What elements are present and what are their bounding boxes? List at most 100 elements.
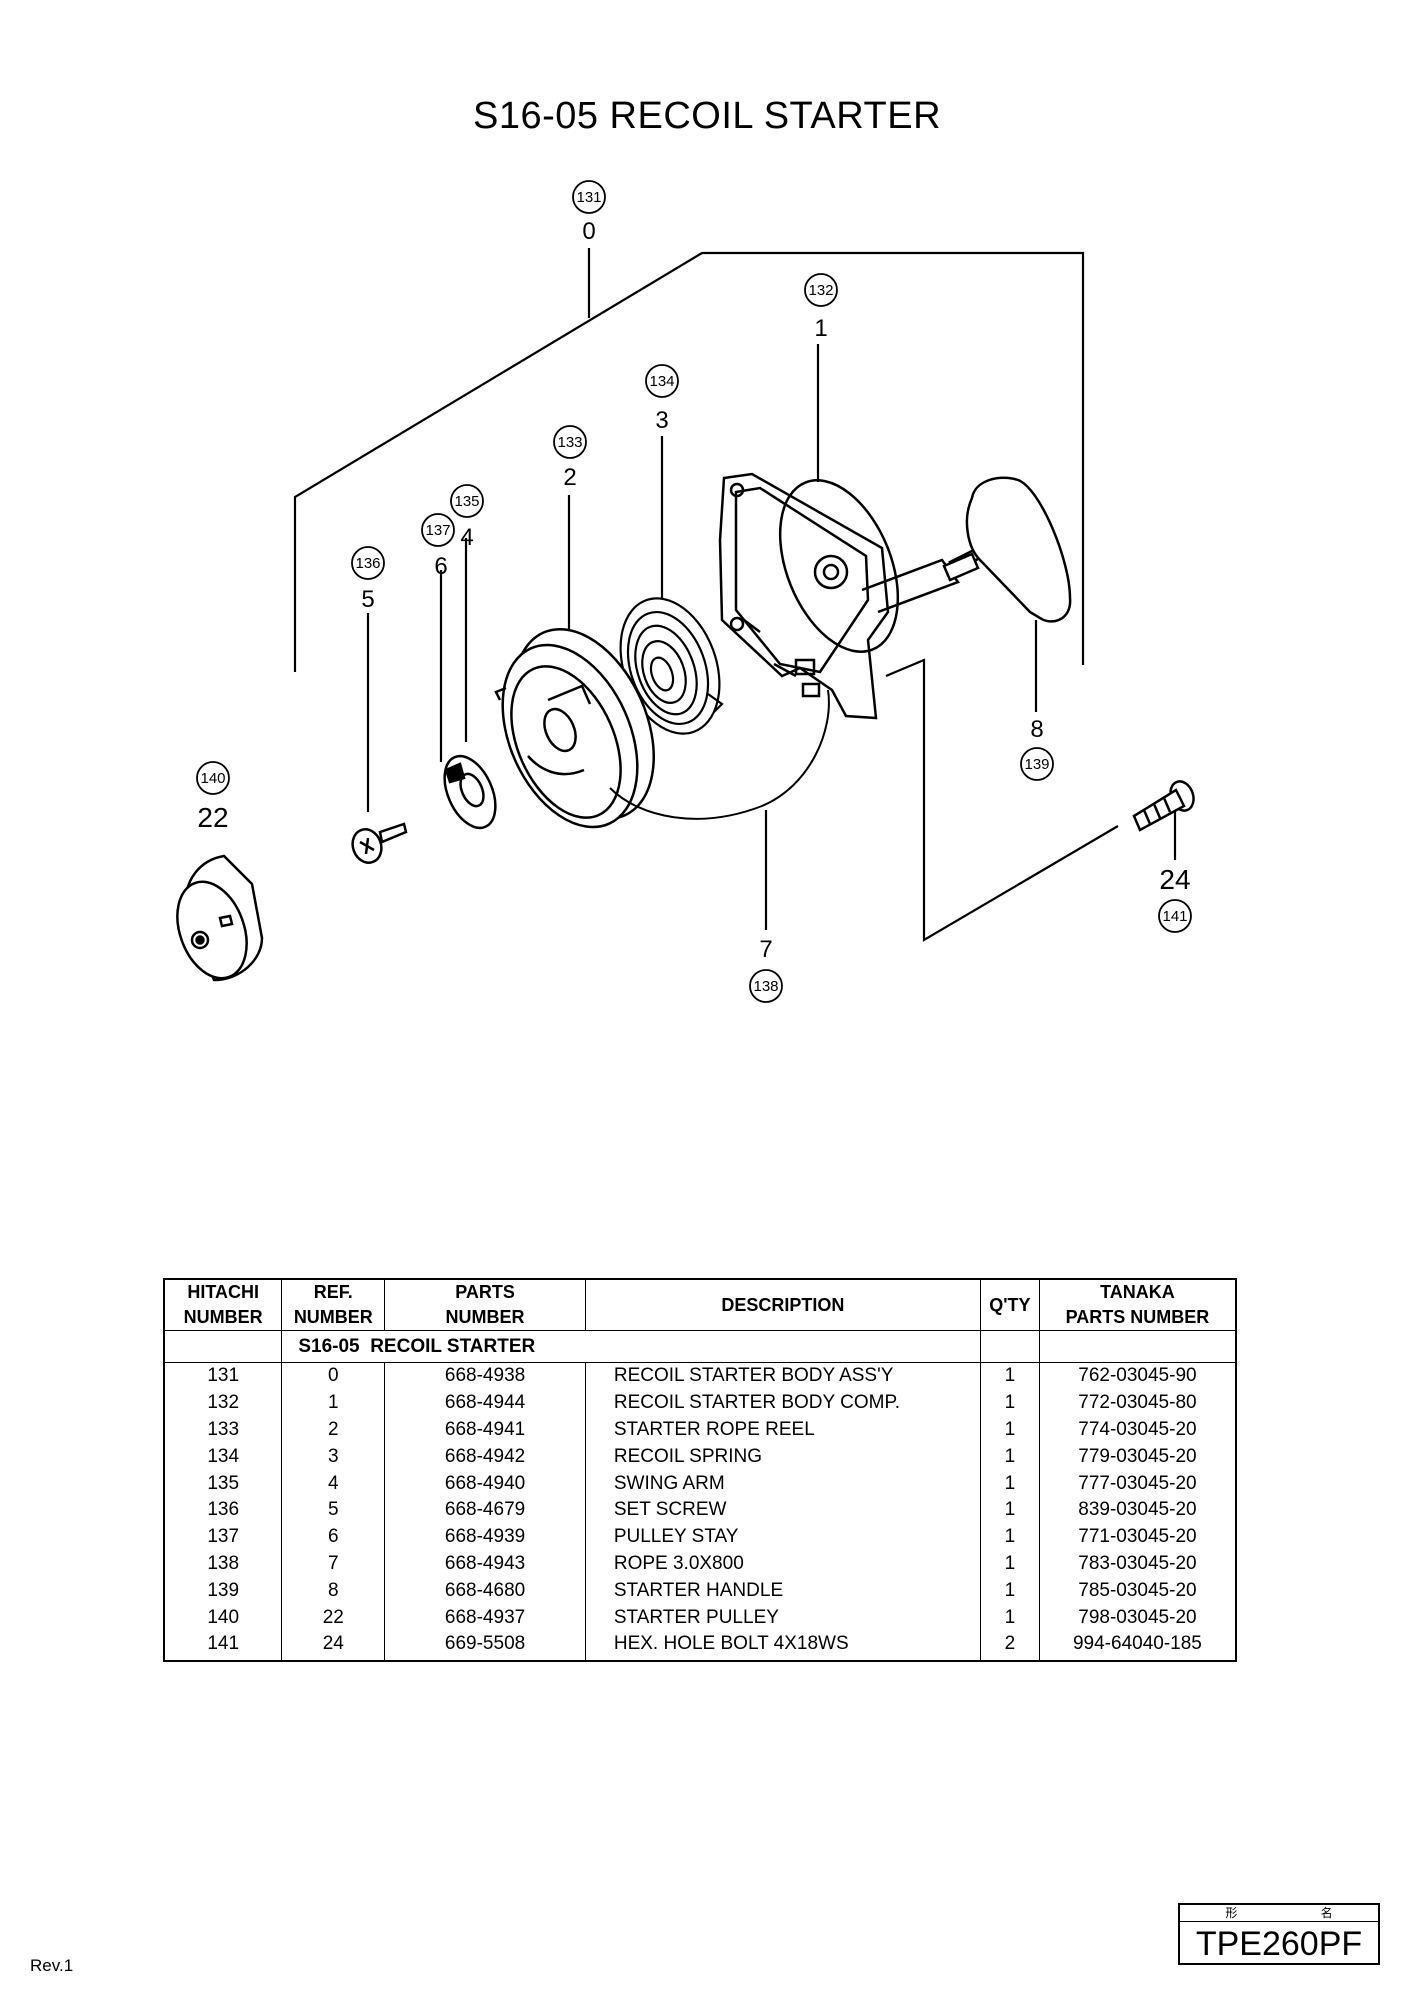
pulley-stay-drawing [443, 754, 497, 830]
cell-parts: 668-4944 [384, 1389, 586, 1417]
cell-hitachi: 132 [163, 1389, 283, 1417]
table-row: 139 8 668-4680 STARTER HANDLE 1 785-0304… [163, 1577, 1237, 1605]
cell-parts: 668-4941 [384, 1416, 586, 1444]
cell-parts: 668-4938 [384, 1362, 586, 1390]
cell-ref: 0 [281, 1362, 386, 1390]
cell-parts: 668-4943 [384, 1550, 586, 1578]
callout-ref-8: 8 [1030, 716, 1043, 743]
cell-ref: 7 [281, 1550, 386, 1578]
cell-hitachi: 133 [163, 1416, 283, 1444]
cell-tanaka: 774-03045-20 [1038, 1416, 1237, 1444]
rope-drawing [609, 689, 830, 820]
cell-parts: 668-4939 [384, 1523, 586, 1551]
cell-qty: 1 [979, 1443, 1040, 1471]
header-hitachi: HITACHI [163, 1278, 283, 1305]
callout-circle-132 [804, 273, 838, 307]
cell-ref: 8 [281, 1577, 386, 1605]
cell-qty: 1 [979, 1577, 1040, 1605]
callout-ref-0: 0 [582, 218, 595, 245]
page-title: S16-05 RECOIL STARTER [472, 95, 942, 137]
callout-hitachi-139: 139 [1024, 756, 1049, 773]
table-row: 132 1 668-4944 RECOIL STARTER BODY COMP.… [163, 1389, 1237, 1417]
table-row: 138 7 668-4943 ROPE 3.0X800 1 783-03045-… [163, 1550, 1237, 1578]
callout-hitachi-141: 141 [1162, 908, 1187, 925]
callout-circle-138 [749, 969, 783, 1003]
section-row: S16-05 RECOIL STARTER [163, 1330, 1237, 1363]
starter-rope-reel-drawing [494, 627, 655, 829]
cell-parts: 669-5508 [384, 1630, 586, 1661]
cell-hitachi: 135 [163, 1470, 283, 1497]
header-description: DESCRIPTION [584, 1278, 981, 1331]
cell-description: RECOIL SPRING [584, 1443, 981, 1471]
cell-qty: 1 [979, 1604, 1040, 1631]
callout-ref-24: 24 [1159, 864, 1190, 895]
section-heading: S16-05 RECOIL STARTER [281, 1330, 981, 1363]
cell-hitachi: 141 [163, 1630, 283, 1661]
cell-hitachi: 137 [163, 1523, 283, 1551]
cell-tanaka: 798-03045-20 [1038, 1604, 1237, 1631]
cell-description: RECOIL STARTER BODY ASS'Y [584, 1362, 981, 1390]
callout-circle-135 [450, 484, 484, 518]
cell-qty: 1 [979, 1362, 1040, 1390]
cell-tanaka: 779-03045-20 [1038, 1443, 1237, 1471]
callout-ref-22: 22 [197, 802, 228, 833]
assembly-bracket-line [293, 251, 1085, 672]
cell-description: PULLEY STAY [584, 1523, 981, 1551]
table-row: 131 0 668-4938 RECOIL STARTER BODY ASS'Y… [163, 1362, 1237, 1390]
cell-tanaka: 777-03045-20 [1038, 1470, 1237, 1497]
callout-hitachi-136: 136 [355, 555, 380, 572]
cell-parts: 668-4680 [384, 1577, 586, 1605]
callout-circle-137 [421, 513, 455, 547]
cell-hitachi: 140 [163, 1604, 283, 1631]
header-parts-number: NUMBER [384, 1305, 586, 1331]
cell-tanaka: 785-03045-20 [1038, 1577, 1237, 1605]
cell-ref: 5 [281, 1496, 386, 1524]
cell-hitachi: 131 [163, 1362, 283, 1390]
header-parts: PARTS [384, 1278, 586, 1305]
cell-ref: 6 [281, 1523, 386, 1551]
starter-pulley-drawing [176, 854, 264, 982]
cell-description: STARTER PULLEY [584, 1604, 981, 1631]
cell-tanaka: 762-03045-90 [1038, 1362, 1237, 1390]
callout-hitachi-138: 138 [753, 978, 778, 995]
callout-hitachi-135: 135 [454, 493, 479, 510]
callout-circle-139 [1020, 747, 1054, 781]
model-name: TPE260PF [1195, 1925, 1363, 1963]
cell-ref: 22 [281, 1604, 386, 1631]
parts-list-table: HITACHI REF. PARTS DESCRIPTION Q'TY TANA… [163, 1278, 1237, 1662]
section-name: RECOIL STARTER [370, 1335, 536, 1357]
cell-hitachi: 134 [163, 1443, 283, 1471]
table-row: 136 5 668-4679 SET SCREW 1 839-03045-20 [163, 1496, 1237, 1524]
table-row: 141 24 669-5508 HEX. HOLE BOLT 4X18WS 2 … [163, 1630, 1237, 1661]
cell-qty: 1 [979, 1470, 1040, 1497]
cell-description: SWING ARM [584, 1470, 981, 1497]
cell-parts: 668-4937 [384, 1604, 586, 1631]
table-row: 135 4 668-4940 SWING ARM 1 777-03045-20 [163, 1470, 1237, 1497]
section-code: S16-05 [298, 1335, 360, 1357]
callout-hitachi-131: 131 [576, 189, 601, 206]
header-tanaka-parts-number: PARTS NUMBER [1038, 1305, 1237, 1331]
callout-hitachi-137: 137 [425, 522, 450, 539]
cell-hitachi: 136 [163, 1496, 283, 1524]
callout-circle-141 [1158, 899, 1192, 933]
cell-description: ROPE 3.0X800 [584, 1550, 981, 1578]
set-screw-drawing [351, 822, 408, 864]
callout-circle-131 [572, 180, 606, 214]
callout-hitachi-134: 134 [649, 373, 674, 390]
cell-qty: 1 [979, 1496, 1040, 1524]
table-row: 134 3 668-4942 RECOIL SPRING 1 779-03045… [163, 1443, 1237, 1471]
cell-tanaka: 771-03045-20 [1038, 1523, 1237, 1551]
header-ref-number: NUMBER [281, 1305, 386, 1331]
cell-qty: 2 [979, 1630, 1040, 1661]
revision-label: Rev.1 [30, 1956, 74, 1975]
cell-hitachi: 138 [163, 1550, 283, 1578]
callout-ref-3: 3 [655, 407, 668, 434]
exploded-parts-diagram: 131 132 133 134 135 136 137 138 139 140 … [176, 180, 1195, 1003]
callout-ref-1: 1 [814, 315, 827, 342]
recoil-starter-body-drawing [718, 472, 960, 720]
callout-ref-7: 7 [759, 936, 772, 963]
header-qty: Q'TY [979, 1278, 1040, 1331]
header-hitachi-number: NUMBER [163, 1305, 283, 1331]
header-tanaka: TANAKA [1038, 1278, 1237, 1305]
cell-ref: 4 [281, 1470, 386, 1497]
